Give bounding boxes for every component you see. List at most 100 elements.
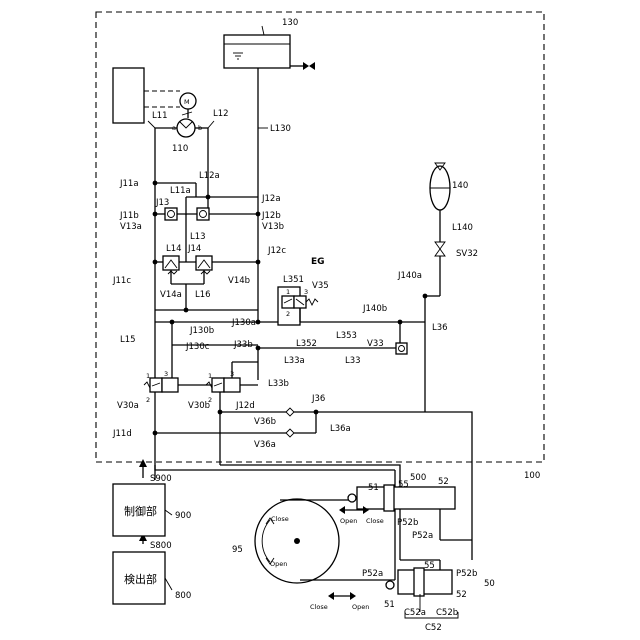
- label-V30a: V30a: [117, 401, 139, 411]
- label-L13: L13: [190, 232, 206, 242]
- motor-controller-box: [113, 68, 144, 123]
- valve-v33: [396, 343, 407, 354]
- label-140: 140: [452, 181, 468, 191]
- label-C52a: C52a: [404, 608, 426, 618]
- check-valve-v13a: [165, 208, 177, 220]
- label-51-top: 51: [368, 483, 379, 493]
- label-55-bot: 55: [424, 561, 435, 571]
- label-55-top: 55: [398, 480, 409, 490]
- label-close-bot: Close: [310, 603, 328, 611]
- label-J130c: J130c: [185, 342, 210, 352]
- label-J14: J14: [187, 244, 201, 254]
- valve-v30a-right: [162, 378, 178, 392]
- port-label: 3: [304, 288, 308, 296]
- label-L140: L140: [452, 223, 473, 233]
- label-V13a: V13a: [120, 222, 142, 232]
- label-V14b: V14b: [228, 276, 250, 286]
- label-J11b: J11b: [119, 211, 139, 221]
- label-900: 900: [175, 511, 191, 521]
- label-L16: L16: [195, 290, 211, 300]
- label-J33b: J33b: [233, 340, 253, 350]
- valve-sv32: [435, 242, 445, 256]
- tank-130: [224, 35, 290, 68]
- label-V13b: V13b: [262, 222, 284, 232]
- label-J140a: J140a: [397, 271, 422, 281]
- label-J130a: J130a: [231, 318, 256, 328]
- label-52-top: 52: [438, 477, 449, 487]
- label-C52: C52: [425, 623, 442, 633]
- label-130: 130: [282, 18, 298, 28]
- label-J11d: J11d: [112, 429, 132, 439]
- label-P52a-top: P52a: [412, 531, 433, 541]
- port-label: 1: [286, 288, 290, 296]
- label-L12: L12: [213, 109, 229, 119]
- label-L36: L36: [432, 323, 448, 333]
- label-500: 500: [410, 473, 426, 483]
- label-J12a: J12a: [261, 194, 281, 204]
- check-valve-v36a: [286, 429, 294, 437]
- label-52-bot: 52: [456, 590, 467, 600]
- valve-v30b-right: [224, 378, 240, 392]
- label-L36a: L36a: [330, 424, 351, 434]
- label-P52b-bot: P52b: [456, 569, 477, 579]
- label-C52b: C52b: [436, 608, 458, 618]
- label-J11a: J11a: [119, 179, 139, 189]
- port-label: 3: [230, 370, 234, 378]
- motor-label: M: [184, 98, 190, 106]
- label-L353: L353: [336, 331, 357, 341]
- label-L11a: L11a: [170, 186, 191, 196]
- label-V14a: V14a: [160, 290, 182, 300]
- label-L33: L33: [345, 356, 361, 366]
- label-L352: L352: [296, 339, 317, 349]
- label-open-dial: Open: [270, 560, 287, 568]
- label-b: b: [198, 124, 202, 132]
- label-V30b: V30b: [188, 401, 210, 411]
- label-L33a: L33a: [284, 356, 305, 366]
- port-label: 2: [286, 310, 290, 318]
- label-V35: V35: [312, 281, 329, 291]
- label-EG: EG: [311, 257, 325, 267]
- label-a: a: [172, 124, 176, 132]
- label-J12d: J12d: [235, 401, 255, 411]
- label-L15: L15: [120, 335, 136, 345]
- label-J11c: J11c: [112, 276, 131, 286]
- drain-valve-icon: [303, 62, 315, 70]
- label-close-dial: Close: [271, 515, 289, 523]
- label-SV32: SV32: [456, 249, 478, 259]
- valve-v35-left: [282, 296, 294, 308]
- label-100: 100: [524, 471, 540, 481]
- label-J13: J13: [155, 198, 169, 208]
- check-valve-v36b: [286, 408, 294, 416]
- label-V33: V33: [367, 339, 384, 349]
- label-V36a: V36a: [254, 440, 276, 450]
- port-label: 3: [164, 370, 168, 378]
- label-S800: S800: [150, 541, 172, 551]
- detector-name: 検出部: [124, 572, 157, 586]
- label-P52a-bot: P52a: [362, 569, 383, 579]
- label-L33b: L33b: [268, 379, 289, 389]
- port-label: 1: [208, 372, 212, 380]
- label-S900: S900: [150, 474, 172, 484]
- label-close-top: Close: [366, 517, 384, 525]
- label-P52b-top: P52b: [397, 518, 418, 528]
- label-L12a: L12a: [199, 171, 220, 181]
- port-label: 2: [146, 396, 150, 404]
- label-L351: L351: [283, 275, 304, 285]
- valve-v30b-left: [212, 378, 224, 392]
- label-50: 50: [484, 579, 495, 589]
- label-800: 800: [175, 591, 191, 601]
- label-J130b: J130b: [189, 326, 214, 336]
- label-J36: J36: [311, 394, 325, 404]
- check-valve-v13b: [197, 208, 209, 220]
- label-51-bot: 51: [384, 600, 395, 610]
- label-L14: L14: [166, 244, 182, 254]
- label-L130: L130: [270, 124, 291, 134]
- label-95: 95: [232, 545, 243, 555]
- cylinder-bottom: [398, 570, 452, 594]
- label-open-top: Open: [340, 517, 357, 525]
- label-L11: L11: [152, 111, 168, 121]
- valve-v30a-left: [150, 378, 162, 392]
- label-J140b: J140b: [362, 304, 387, 314]
